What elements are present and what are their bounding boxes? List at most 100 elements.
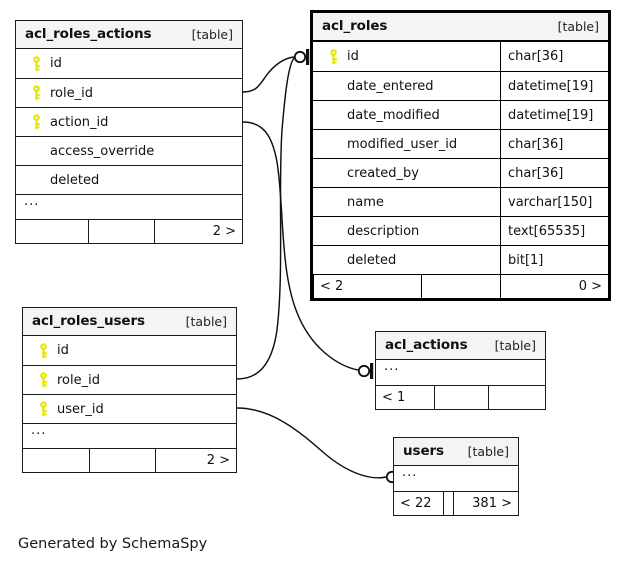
table-row[interactable]: created_by char[36] [313,158,608,187]
table-kind-label: [table] [557,18,599,34]
table-footer: 2 > [16,219,242,243]
table-header-acl-roles-actions: acl_roles_actions [table] [16,21,242,49]
table-name: acl_roles [322,18,388,34]
table-row[interactable]: id [16,49,242,78]
table-kind-label: [table] [467,443,509,459]
column-list: id role_id [23,336,236,448]
table-acl-roles[interactable]: acl_roles [table] id [310,10,611,301]
table-name: users [403,443,444,459]
table-footer: < 22 381 > [394,491,518,515]
column-cell: created_by [313,166,500,181]
key-icon [24,114,48,130]
footer-right: 2 > [155,449,236,472]
table-header-acl-roles-users: acl_roles_users [table] [23,308,236,336]
column-type: datetime[19] [500,72,608,100]
table-row[interactable]: id char[36] [313,42,608,71]
column-name: role_id [57,372,100,388]
column-type: text[65535] [500,217,608,245]
table-row[interactable]: date_entered datetime[19] [313,71,608,100]
edge-acl-roles-users-role-id-to-acl-roles-id [236,57,295,380]
column-cell: modified_user_id [313,137,500,152]
table-header-users: users [table] [394,438,518,466]
table-acl-actions[interactable]: acl_actions [table] ... < 1 [375,331,546,410]
column-name: created_by [347,165,419,181]
key-icon [31,372,55,388]
more-columns-indicator: ... [402,465,418,480]
column-cell: role_id [16,85,242,101]
column-cell: id [16,55,242,72]
column-name: access_override [50,143,155,159]
column-cell: id [23,342,236,359]
column-type: varchar[150] [500,188,608,216]
column-name: deleted [50,172,100,188]
column-name: id [50,56,62,71]
table-row[interactable]: modified_user_id char[36] [313,129,608,158]
generated-by-caption: Generated by SchemaSpy [18,536,208,552]
table-header-acl-actions: acl_actions [table] [376,332,545,360]
table-acl-roles-actions[interactable]: acl_roles_actions [table] id [15,20,243,244]
footer-right [488,386,545,409]
edge-endpoint-acl-roles-id [293,49,310,65]
footer-left [23,449,89,472]
footer-right: 2 > [154,220,242,243]
column-name: modified_user_id [347,136,458,152]
table-name: acl_roles_actions [25,26,152,42]
table-kind-label: [table] [191,26,233,42]
column-name: role_id [50,85,93,101]
column-name: id [57,343,69,358]
column-type: bit[1] [500,246,608,274]
table-row[interactable]: id [23,336,236,365]
table-row[interactable]: deleted bit[1] [313,245,608,274]
table-row[interactable]: access_override [16,136,242,165]
table-header-acl-roles: acl_roles [table] [313,13,608,42]
column-cell: deleted [16,173,242,188]
column-name: date_entered [347,78,434,94]
footer-middle [421,275,500,298]
column-name: date_modified [347,107,440,123]
column-name: user_id [57,401,104,417]
footer-left: < 1 [382,390,406,405]
table-row[interactable]: description text[65535] [313,216,608,245]
column-name: deleted [347,252,397,268]
column-cell: description [313,224,500,239]
column-name: description [347,223,420,239]
column-cell: deleted [313,253,500,268]
column-type: char[36] [500,42,608,71]
table-row[interactable]: date_modified datetime[19] [313,100,608,129]
footer-right: 381 > [453,492,518,515]
table-name: acl_roles_users [32,313,145,329]
key-icon [31,401,55,417]
column-cell: date_entered [313,79,500,94]
table-footer: < 1 [376,385,545,409]
column-name: name [347,194,384,210]
more-columns-indicator: ... [16,194,242,219]
column-type: datetime[19] [500,101,608,129]
footer-middle [443,492,453,515]
column-list: id role_id [16,49,242,219]
key-icon [24,85,48,101]
footer-left [16,220,88,243]
table-row[interactable]: action_id [16,107,242,136]
column-name: id [347,49,359,64]
table-row[interactable]: role_id [16,78,242,107]
column-cell: date_modified [313,108,500,123]
column-cell: name [313,195,500,210]
key-icon [24,55,48,72]
column-type: char[36] [500,130,608,158]
edge-acl-roles-users-user-id-to-users [236,407,387,479]
table-kind-label: [table] [494,337,536,353]
footer-middle [88,220,154,243]
table-row[interactable]: deleted [16,165,242,194]
key-icon [31,342,55,359]
column-cell: action_id [16,114,242,130]
table-row[interactable]: user_id [23,394,236,423]
table-users[interactable]: users [table] ... < 22 381 > [393,437,519,516]
column-cell: id [313,48,500,65]
table-acl-roles-users[interactable]: acl_roles_users [table] id [22,307,237,473]
column-list: ... [394,466,518,491]
table-row[interactable]: role_id [23,365,236,394]
table-footer: 2 > [23,448,236,472]
more-columns-indicator: ... [23,423,236,448]
table-row[interactable]: name varchar[150] [313,187,608,216]
